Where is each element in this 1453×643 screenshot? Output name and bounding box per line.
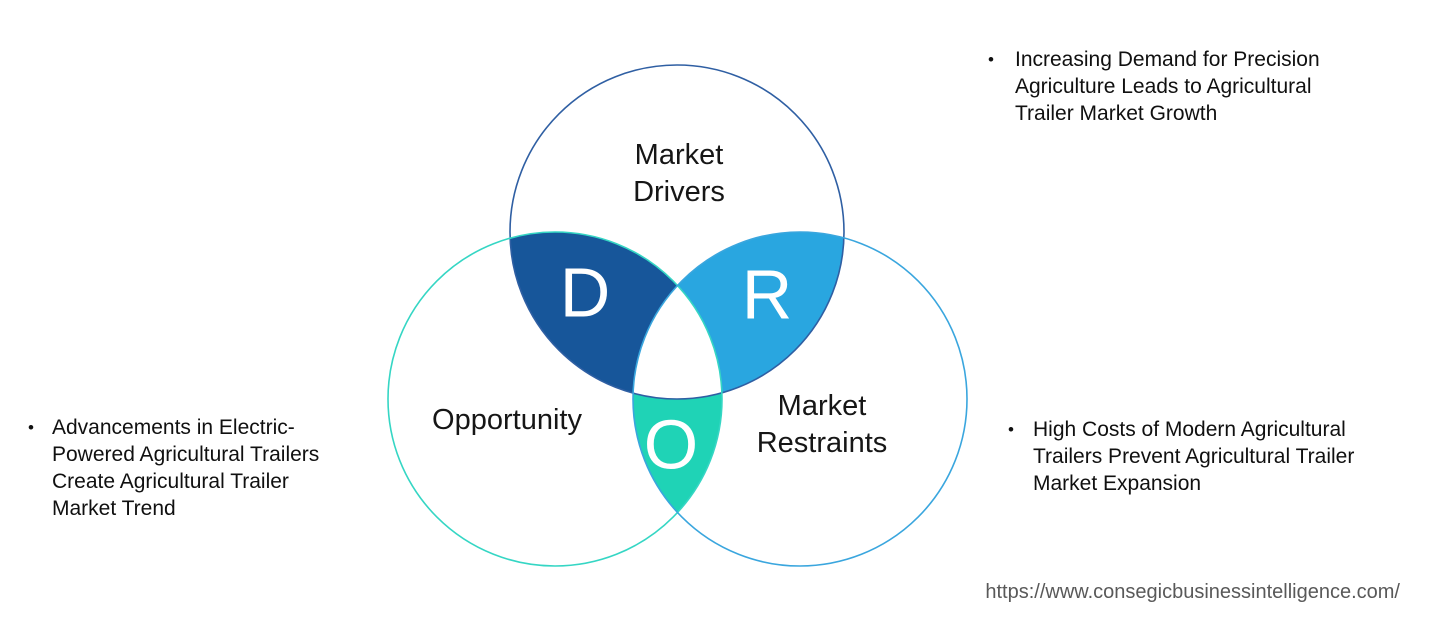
bullet-drivers-text: Increasing Demand for Precision Agricult… [1015, 48, 1320, 125]
restraints-label: Market Restraints [756, 390, 888, 459]
bullet-restraints: • High Costs of Modern Agricultural Trai… [1008, 416, 1408, 497]
bullet-dot: • [988, 50, 994, 69]
opportunity-overlap-letter: O [643, 405, 699, 484]
drivers-circle-outline [509, 64, 845, 400]
bullet-drivers: • Increasing Demand for Precision Agricu… [988, 46, 1368, 127]
bullet-restraints-text: High Costs of Modern Agricultural Traile… [1033, 418, 1355, 495]
source-url: https://www.consegicbusinessintelligence… [985, 581, 1400, 603]
drivers-restraints-overlap [633, 232, 844, 399]
restraints-circle-outline [632, 231, 968, 567]
drivers-opportunity-overlap [510, 232, 722, 399]
drivers-label: Market Drivers [633, 139, 725, 208]
bullet-opportunity-text: Advancements in Electric- Powered Agricu… [52, 416, 320, 520]
opportunity-circle-outline [387, 231, 723, 567]
drivers-overlap-letter: D [559, 253, 611, 332]
restraints-overlap-letter: R [741, 255, 793, 334]
bullet-dot: • [28, 418, 34, 437]
bullet-opportunity: • Advancements in Electric- Powered Agri… [28, 414, 368, 522]
bullet-dot: • [1008, 420, 1014, 439]
opportunity-label: Opportunity [432, 404, 582, 436]
